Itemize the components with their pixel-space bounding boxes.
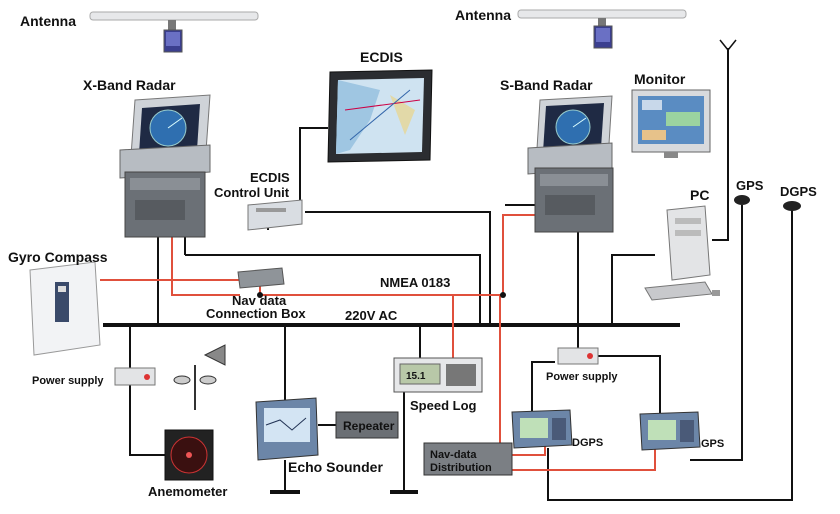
gyro-compass-label: Gyro Compass: [8, 249, 108, 265]
dgps-unit-icon[interactable]: [511, 409, 573, 449]
nav-dist-label-line1: Nav-data: [430, 449, 477, 461]
power-bus-label: 220V AC: [345, 308, 398, 323]
power-supply-right-icon[interactable]: [557, 347, 599, 365]
antenna-left-label: Antenna: [20, 13, 76, 29]
s-band-radar-icon[interactable]: [527, 95, 614, 233]
speed-log-label: Speed Log: [410, 398, 477, 413]
power-supply-left-label: Power supply: [32, 375, 104, 387]
gps-unit-icon[interactable]: [639, 411, 701, 451]
repeater-box[interactable]: [335, 411, 399, 439]
junction-dot: [257, 292, 263, 298]
x-band-radar-label: X-Band Radar: [83, 77, 176, 93]
nav-data-distribution-box[interactable]: [423, 442, 513, 476]
nmea-label: NMEA 0183: [380, 275, 450, 290]
nav-data-box-label-line2: Connection Box: [206, 306, 306, 321]
ecdis-control-unit-icon[interactable]: [247, 199, 303, 231]
speed-log-icon[interactable]: [393, 357, 483, 393]
speed-log-readout: 15.1: [406, 371, 426, 382]
power-wiring: [103, 48, 793, 501]
antenna-left: [89, 11, 259, 53]
echo-sounder-label: Echo Sounder: [288, 459, 383, 475]
dgps-unit-label: DGPS: [572, 437, 603, 449]
dgps-antenna-icon: [783, 201, 801, 211]
repeater-label: Repeater: [343, 419, 395, 433]
pc-tower-icon[interactable]: [644, 205, 720, 301]
anemometer-sensor-icon: [173, 344, 226, 410]
monitor-label: Monitor: [634, 71, 686, 87]
ecdis-control-label-line1: ECDIS: [250, 170, 290, 185]
radio-antenna-icon: [719, 39, 737, 51]
gps-antenna-label: GPS: [736, 178, 764, 193]
antenna-right-label: Antenna: [455, 7, 511, 23]
nav-data-box-label-line1: Nav data: [232, 293, 287, 308]
gps-antenna-icon: [734, 195, 750, 205]
power-supply-right-label: Power supply: [546, 371, 618, 383]
gyro-compass-icon[interactable]: [29, 261, 101, 356]
x-band-radar-icon[interactable]: [119, 94, 211, 238]
anemometer-label: Anemometer: [148, 484, 227, 499]
dgps-antenna-label: DGPS: [780, 184, 817, 199]
ecdis-label: ECDIS: [360, 49, 403, 65]
echo-sounder-icon[interactable]: [255, 397, 319, 461]
anemometer-display-icon[interactable]: [164, 429, 214, 481]
monitor-icon[interactable]: [631, 89, 711, 158]
antenna-right: [517, 9, 687, 49]
power-supply-left-icon[interactable]: [114, 367, 156, 386]
nav-data-box-icon[interactable]: [237, 267, 285, 289]
ecdis-control-label-line2: Control Unit: [214, 185, 290, 200]
junction-dot: [500, 292, 506, 298]
pc-label: PC: [690, 187, 709, 203]
s-band-radar-label: S-Band Radar: [500, 77, 593, 93]
nav-dist-label-line2: Distribution: [430, 462, 492, 474]
ecdis-display-icon[interactable]: [327, 69, 433, 163]
gps-unit-label: GPS: [701, 438, 724, 450]
